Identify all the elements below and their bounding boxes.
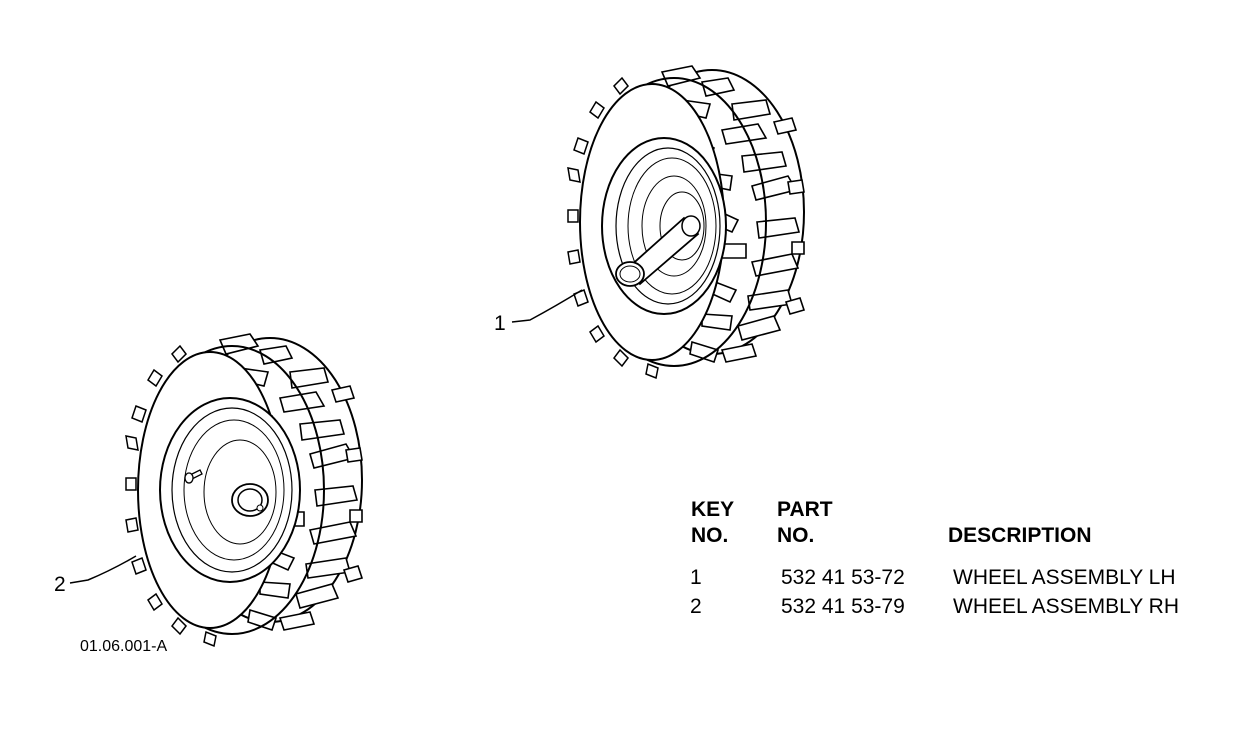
- row-2-part: 532 41 53-79: [781, 595, 905, 618]
- row-2-description: WHEEL ASSEMBLY RH: [953, 595, 1180, 618]
- wheel-assembly-lh: [567, 65, 805, 379]
- callout-2: 2: [54, 573, 66, 596]
- header-key-line1: KEY: [691, 498, 735, 521]
- header-part-line2: NO.: [777, 524, 815, 547]
- leader-line-2: [69, 555, 137, 584]
- callout-1: 1: [494, 312, 506, 335]
- row-1-part: 532 41 53-72: [781, 566, 905, 589]
- header-description: DESCRIPTION: [948, 524, 1092, 547]
- figure-reference: 01.06.001-A: [80, 638, 168, 655]
- row-1-description: WHEEL ASSEMBLY LH: [953, 566, 1176, 589]
- header-part-line1: PART: [777, 498, 833, 521]
- wheel-assembly-rh: [125, 333, 363, 647]
- leader-line-1: [511, 289, 583, 323]
- row-2-key: 2: [690, 595, 702, 618]
- header-key-line2: NO.: [691, 524, 729, 547]
- row-1-key: 1: [690, 566, 702, 589]
